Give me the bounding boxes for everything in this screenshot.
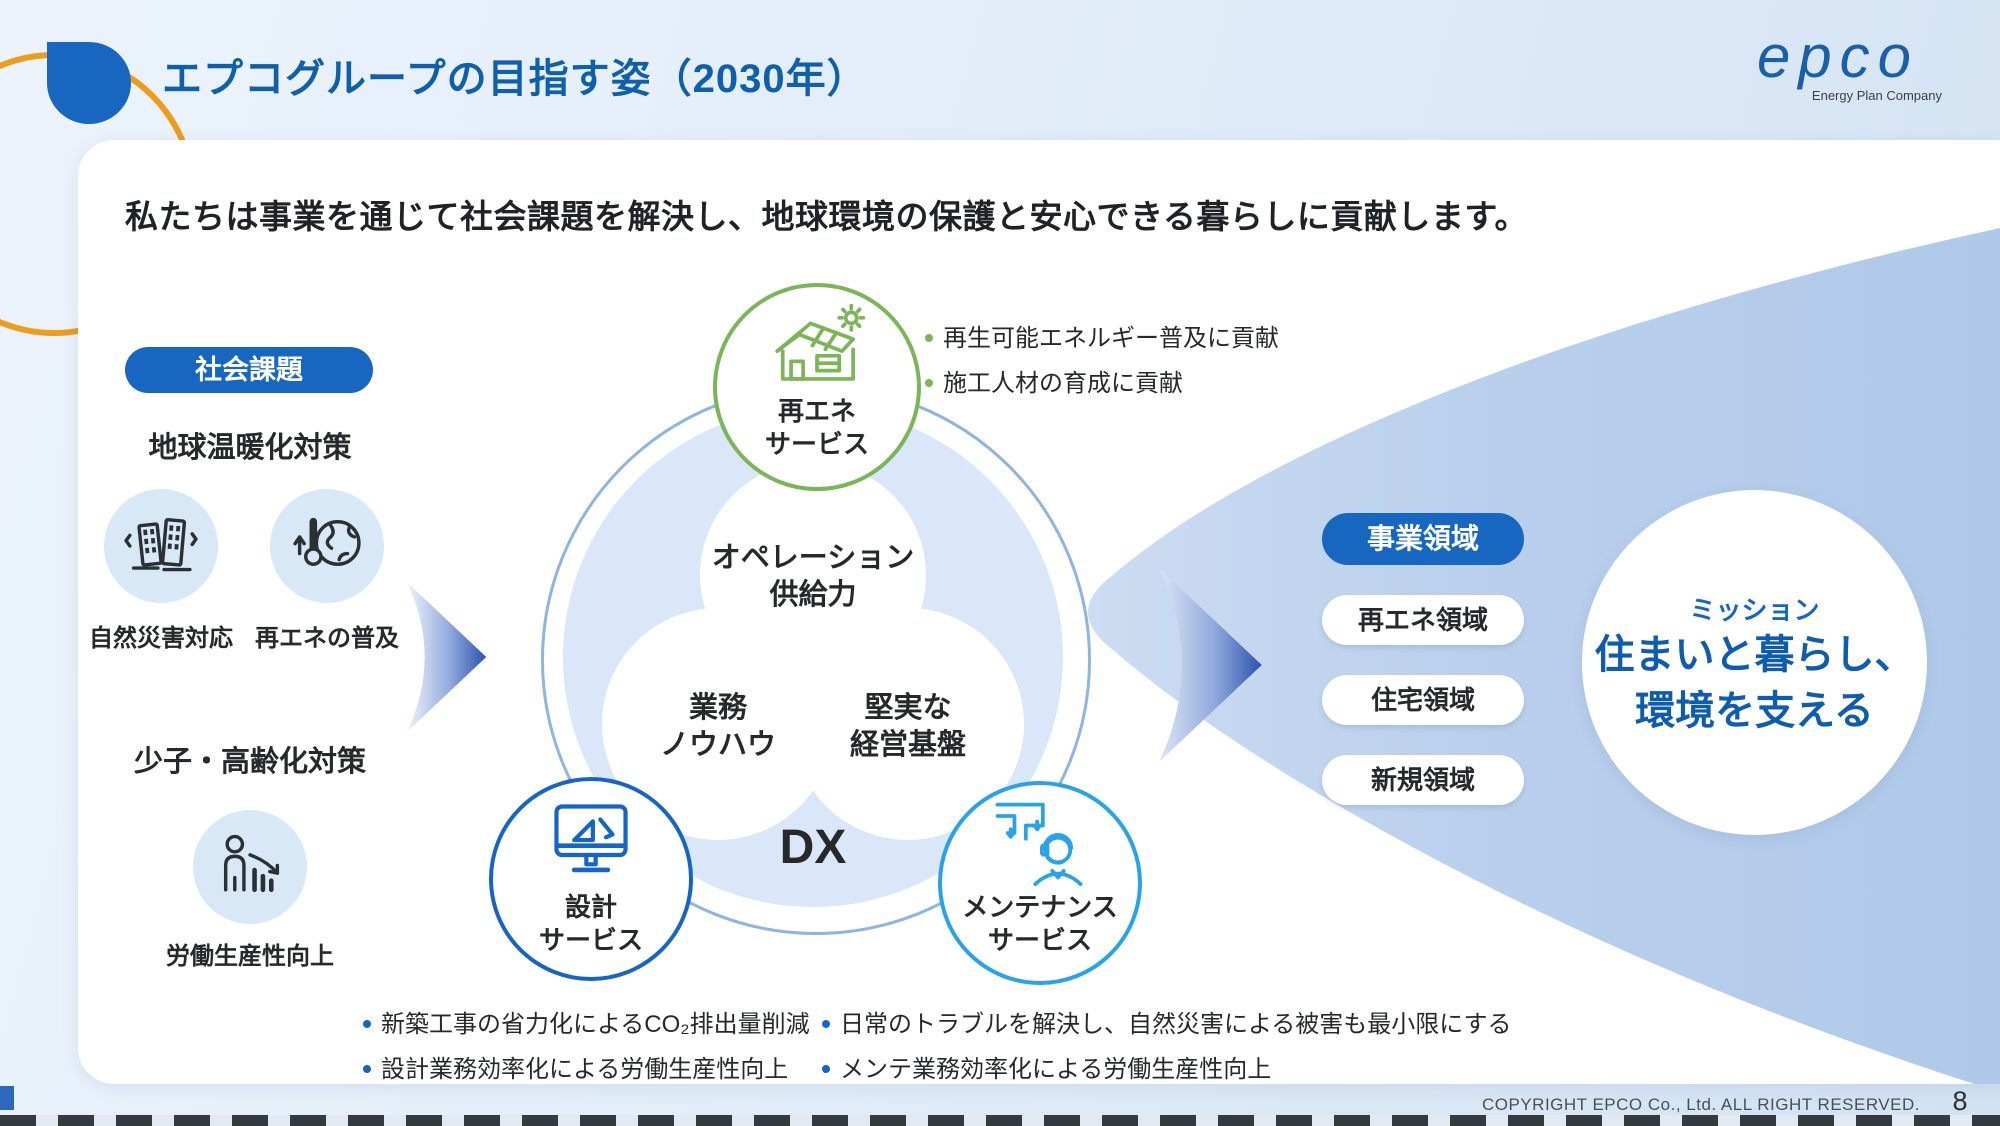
maintenance-bullets: 日常のトラブルを解決し、自然災害による被害も最小限にする メンテ業務効率化による… xyxy=(822,1004,1512,1094)
copyright-text: COPYRIGHT EPCO Co., Ltd. ALL RIGHT RESER… xyxy=(1481,1095,1920,1114)
productivity-label: 労働生産性向上 xyxy=(166,943,334,970)
business-area-new: 新規領域 xyxy=(1322,755,1524,805)
bullet-dot-icon xyxy=(363,1065,371,1073)
bullet-dot-icon xyxy=(363,1020,371,1028)
solar-house-icon xyxy=(775,303,866,381)
business-area-renewable: 再エネ領域 xyxy=(1322,595,1524,645)
film-strip-decor xyxy=(0,1115,2000,1126)
renewable-spread-label: 再エネの普及 xyxy=(255,625,399,652)
design-service-circle: 設計 サービス xyxy=(489,777,693,981)
dx-label: DX xyxy=(779,821,847,874)
maintenance-service-circle: メンテナンス サービス xyxy=(938,781,1142,985)
renewable-service-label: 再エネ サービス xyxy=(764,396,869,459)
list-item: 日常のトラブルを解決し、自然災害による被害も最小限にする xyxy=(822,1004,1512,1039)
person-declining-chart-icon xyxy=(223,834,280,893)
page-title: エプコグループの目指す姿（2030年） xyxy=(162,57,868,101)
thermometer-globe-icon xyxy=(293,517,361,566)
epco-logo-wordmark: epco xyxy=(1756,23,1920,90)
bullet-dot-icon xyxy=(925,334,933,342)
renewable-icon-circle xyxy=(270,489,384,603)
list-item: 新築工事の省力化によるCO₂排出量削減 xyxy=(363,1004,810,1039)
list-item: 設計業務効率化による労働生産性向上 xyxy=(363,1049,810,1084)
mission-line: 環境を支える xyxy=(1635,689,1874,733)
warming-heading: 地球温暖化対策 xyxy=(148,432,352,464)
blue-drop-decor xyxy=(47,42,131,124)
business-area-housing: 住宅領域 xyxy=(1322,675,1524,725)
corner-chip-decor xyxy=(0,1086,14,1110)
list-item: 施工人材の育成に貢献 xyxy=(925,363,1279,398)
aging-heading: 少子・高齢化対策 xyxy=(133,746,366,778)
social-issues-badge: 社会課題 xyxy=(125,347,373,393)
bullet-dot-icon xyxy=(822,1065,830,1073)
arrow-right-icon xyxy=(407,582,487,732)
mission-line: 住まいと暮らし、 xyxy=(1594,633,1915,677)
disaster-icon-circle xyxy=(104,489,218,603)
design-service-label: 設計 サービス xyxy=(538,892,643,955)
bullet-dot-icon xyxy=(925,379,933,387)
earthquake-buildings-icon xyxy=(124,518,198,572)
productivity-icon-circle xyxy=(193,810,307,924)
list-item: 再生可能エネルギー普及に貢献 xyxy=(925,318,1279,353)
list-item: メンテ業務効率化による労働生産性向上 xyxy=(822,1049,1512,1084)
mission-circle: ミッション 住まいと暮らし、 環境を支える xyxy=(1582,490,1927,835)
blue-funnel-shape xyxy=(1088,228,2000,1084)
arrow-right-icon xyxy=(1159,568,1262,762)
design-bullets: 新築工事の省力化によるCO₂排出量削減 設計業務効率化による労働生産性向上 xyxy=(363,1004,810,1094)
epco-logo: epco Energy Plan Company xyxy=(1728,23,1948,104)
bullet-dot-icon xyxy=(822,1020,830,1028)
renewable-service-circle: 再エネ サービス xyxy=(713,283,921,491)
mission-label: ミッション xyxy=(1689,595,1820,625)
strength-operation-label: オペレーション 供給力 xyxy=(711,542,915,611)
business-area-badge: 事業領域 xyxy=(1322,513,1524,565)
maintenance-service-label: メンテナンス サービス xyxy=(962,892,1118,955)
strength-foundation-label: 堅実な 経営基盤 xyxy=(849,692,966,761)
epco-logo-tagline: Energy Plan Company xyxy=(1811,88,1942,103)
disaster-label: 自然災害対応 xyxy=(89,625,233,652)
strength-knowhow-label: 業務 ノウハウ xyxy=(659,692,776,761)
mission-statement: 私たちは事業を通じて社会課題を解決し、地球環境の保護と安心できる暮らしに貢献しま… xyxy=(125,198,1529,235)
support-operator-icon xyxy=(995,802,1083,886)
page-number: 8 xyxy=(1952,1086,1968,1116)
renewable-bullets: 再生可能エネルギー普及に貢献 施工人材の育成に貢献 xyxy=(925,318,1279,408)
cad-monitor-icon xyxy=(554,804,628,873)
